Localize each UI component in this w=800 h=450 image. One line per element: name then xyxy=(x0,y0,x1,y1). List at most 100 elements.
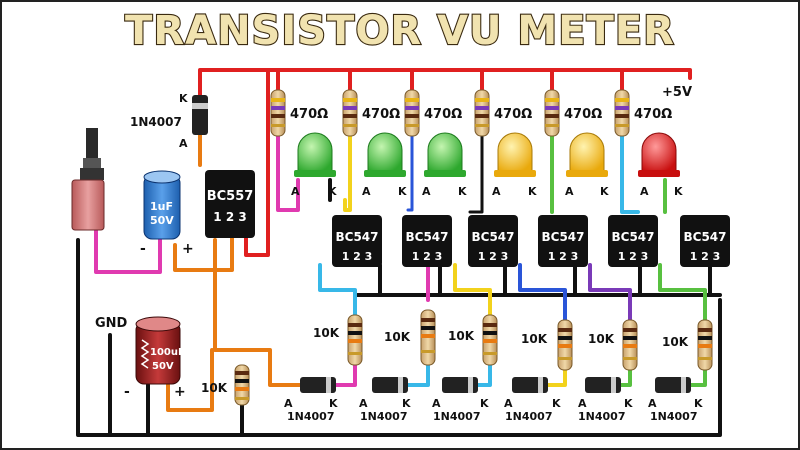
svg-text:10K: 10K xyxy=(313,326,340,340)
svg-text:1 2 3: 1 2 3 xyxy=(548,250,579,263)
transistor-bc547-3: BC547 1 2 3 xyxy=(468,215,518,267)
svg-text:10K: 10K xyxy=(662,335,689,349)
svg-text:K: K xyxy=(624,397,633,410)
svg-text:K: K xyxy=(328,185,337,198)
transistor-bc547-5: BC547 1 2 3 xyxy=(608,215,658,267)
led-yellow-1: A K xyxy=(492,132,537,198)
gnd-label: GND xyxy=(95,316,128,331)
svg-text:A: A xyxy=(179,137,188,150)
svg-text:A: A xyxy=(504,397,513,410)
pnp-emitter-wire xyxy=(244,68,270,257)
svg-text:BC547: BC547 xyxy=(611,230,654,244)
svg-text:1 2 3: 1 2 3 xyxy=(342,250,373,263)
svg-text:10K: 10K xyxy=(521,332,548,346)
svg-text:K: K xyxy=(398,185,407,198)
svg-text:470Ω: 470Ω xyxy=(564,107,602,122)
svg-text:A: A xyxy=(432,397,441,410)
svg-text:470Ω: 470Ω xyxy=(494,107,532,122)
svg-text:1 2 3: 1 2 3 xyxy=(618,250,649,263)
capacitor-1uf: 1uF 50V - + xyxy=(140,170,194,257)
wires xyxy=(76,68,722,437)
svg-text:1N4007: 1N4007 xyxy=(287,410,334,423)
chain-diode-4: A K 1N4007 xyxy=(504,377,561,423)
base-resistor-3: 10K xyxy=(448,314,498,366)
svg-text:K: K xyxy=(694,397,703,410)
svg-text:1N4007: 1N4007 xyxy=(433,410,480,423)
svg-text:A: A xyxy=(565,185,574,198)
chain-diode-2: A K 1N4007 xyxy=(359,377,411,423)
svg-text:K: K xyxy=(600,185,609,198)
led-resistor-2: 470Ω xyxy=(342,89,400,137)
svg-text:1N4007: 1N4007 xyxy=(650,410,697,423)
supply-label: +5V xyxy=(662,85,692,100)
led-green-1: A K xyxy=(291,132,337,198)
transistor-bc547-4: BC547 1 2 3 xyxy=(538,215,588,267)
svg-text:BC547: BC547 xyxy=(335,230,378,244)
svg-text:470Ω: 470Ω xyxy=(424,107,462,122)
svg-text:10K: 10K xyxy=(588,332,615,346)
svg-text:1N4007: 1N4007 xyxy=(505,410,552,423)
transistor-bc547-2: BC547 1 2 3 xyxy=(402,215,452,267)
chain-diode-1: A K 1N4007 xyxy=(284,377,338,423)
base-resistor-5: 10K xyxy=(588,319,638,371)
svg-text:BC547: BC547 xyxy=(541,230,584,244)
svg-text:A: A xyxy=(648,397,657,410)
chain-diode-6: A K 1N4007 xyxy=(648,377,703,423)
svg-text:K: K xyxy=(329,397,338,410)
svg-text:-: - xyxy=(124,384,130,400)
svg-text:1 2 3: 1 2 3 xyxy=(690,250,721,263)
svg-text:K: K xyxy=(458,185,467,198)
svg-text:K: K xyxy=(552,397,561,410)
svg-text:A: A xyxy=(291,185,300,198)
input-diode-label: 1N4007 xyxy=(130,115,182,129)
cap1-voltage: 50V xyxy=(150,214,174,227)
capacitor-100uf: 100uF 50V - + xyxy=(124,316,186,400)
base-resistor-4: 10K xyxy=(521,319,573,371)
svg-text:470Ω: 470Ω xyxy=(290,107,328,122)
svg-text:+: + xyxy=(182,241,194,257)
svg-text:K: K xyxy=(528,185,537,198)
svg-text:K: K xyxy=(480,397,489,410)
svg-text:A: A xyxy=(492,185,501,198)
svg-text:A: A xyxy=(422,185,431,198)
diagram-title: TRANSISTOR VU METER xyxy=(125,8,675,54)
transistor-bc547-1: BC547 1 2 3 xyxy=(332,215,382,267)
svg-text:470Ω: 470Ω xyxy=(634,107,672,122)
supply-rail-wire xyxy=(198,68,692,97)
input-diode: K A 1N4007 xyxy=(130,92,208,150)
cap2-voltage: 50V xyxy=(152,361,174,372)
led-resistors: 470Ω 470Ω 470Ω 470Ω 470Ω 470Ω xyxy=(270,89,672,137)
led-green-3: A K xyxy=(422,132,467,198)
svg-text:-: - xyxy=(140,241,146,257)
svg-text:470Ω: 470Ω xyxy=(362,107,400,122)
transistor-bc547-6: BC547 1 2 3 xyxy=(680,215,730,267)
input-resistor: 10K xyxy=(201,364,250,406)
base-resistors: 10K 10K 10K 10K 10K 10K xyxy=(201,309,713,406)
led-yellow-2: A K xyxy=(565,132,609,198)
base-resistor-1: 10K xyxy=(313,314,363,366)
npn-transistors: BC547 1 2 3 BC547 1 2 3 BC547 1 2 3 BC54… xyxy=(332,215,730,267)
led-resistor-3: 470Ω xyxy=(404,89,462,137)
svg-text:1N4007: 1N4007 xyxy=(360,410,407,423)
svg-text:K: K xyxy=(674,185,683,198)
led-resistor-4: 470Ω xyxy=(474,89,532,137)
led-red: A K xyxy=(638,132,683,198)
audio-jack xyxy=(71,128,105,231)
svg-text:+: + xyxy=(174,384,186,400)
svg-text:BC547: BC547 xyxy=(471,230,514,244)
led-green-2: A K xyxy=(362,132,407,198)
svg-text:A: A xyxy=(362,185,371,198)
led-resistor-1: 470Ω xyxy=(270,89,328,137)
base-resistor-2: 10K xyxy=(384,309,436,366)
ground-wire xyxy=(76,238,722,437)
svg-text:A: A xyxy=(284,397,293,410)
bc557-label: BC557 xyxy=(207,189,254,204)
cap2-value: 100uF xyxy=(150,347,185,358)
transistor-bc557: BC557 1 2 3 xyxy=(205,170,255,238)
svg-text:1N4007: 1N4007 xyxy=(578,410,625,423)
svg-text:10K: 10K xyxy=(448,329,475,343)
cap1-value: 1uF xyxy=(150,200,173,213)
svg-text:BC547: BC547 xyxy=(683,230,726,244)
